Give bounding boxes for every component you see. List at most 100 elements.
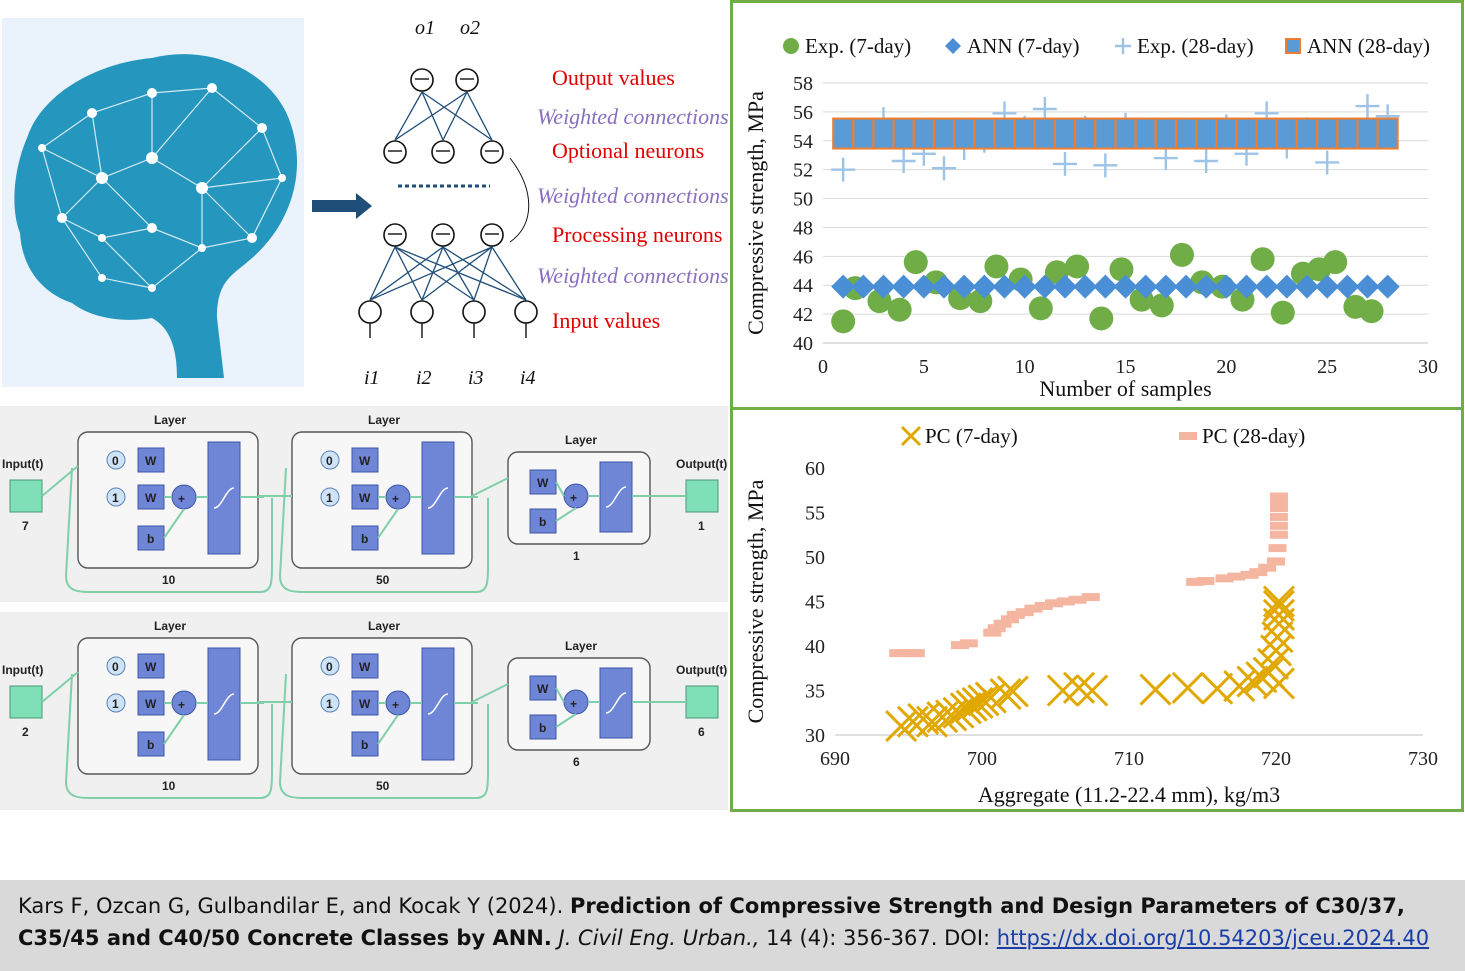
bias-block <box>351 731 379 757</box>
data-point <box>1269 497 1288 506</box>
data-point <box>1068 595 1087 604</box>
data-point <box>1149 293 1174 318</box>
wire <box>377 508 399 539</box>
weight-label: W <box>537 682 549 696</box>
neuron-circle <box>410 68 434 92</box>
layer-title: Layer <box>565 639 597 653</box>
data-point <box>1269 504 1288 513</box>
data-point <box>1355 274 1380 299</box>
data-point <box>955 689 988 722</box>
data-point <box>1375 274 1400 299</box>
connection-line <box>369 246 444 301</box>
connection-line <box>369 246 396 301</box>
data-point <box>1065 254 1090 279</box>
data-point <box>831 309 856 334</box>
data-point <box>1093 153 1118 178</box>
neuron-circle <box>431 223 455 247</box>
data-point <box>1062 671 1096 704</box>
y-tick-label: 54 <box>793 131 813 153</box>
weight-label: W <box>145 660 157 674</box>
y-axis-title: Compressive strength, MPa <box>743 479 768 723</box>
wire <box>163 508 185 539</box>
sigmoid-icon <box>213 693 235 715</box>
neuron-circle <box>455 68 479 92</box>
data-point <box>1175 117 1197 150</box>
wire <box>377 714 399 745</box>
data-point <box>1195 117 1218 150</box>
data-point <box>1171 671 1204 704</box>
data-point <box>891 149 916 173</box>
connection-line <box>421 91 444 141</box>
x-tick-label: 690 <box>820 748 850 770</box>
wire <box>555 687 565 703</box>
wire <box>555 713 577 728</box>
nn-annotation-1: Output values <box>552 65 675 90</box>
legend-label: Exp. (28-day) <box>1137 34 1254 58</box>
y-tick-label: 50 <box>793 189 813 211</box>
data-point <box>1053 274 1077 299</box>
data-point <box>1089 306 1114 331</box>
bias-label: b <box>147 532 154 546</box>
nn-annotation-7: Input values <box>552 308 660 333</box>
neuron-circle <box>383 140 407 164</box>
output-block <box>685 685 719 719</box>
bias-label: b <box>147 738 154 752</box>
data-point <box>1268 544 1287 553</box>
feedback-wire <box>64 673 273 799</box>
input-count: 2 <box>22 725 29 739</box>
brain-illustration <box>2 18 304 387</box>
layer-size: 10 <box>162 779 176 793</box>
x-tick-label: 0 <box>818 356 828 378</box>
input-block <box>9 479 43 513</box>
citation-line-1: Kars F, Ozcan G, Gulbandilar E, and Koca… <box>18 894 1405 918</box>
doi-link[interactable]: https://dx.doi.org/10.54203/jceu.2024.40 <box>996 926 1430 950</box>
y-tick-label: 45 <box>805 592 825 614</box>
delay-label: 0 <box>112 660 119 674</box>
connection-line <box>369 246 493 301</box>
legend-marker <box>900 425 922 447</box>
bracket-curve <box>509 157 530 243</box>
weight-block <box>351 653 379 679</box>
data-point <box>1256 647 1290 680</box>
y-tick-label: 40 <box>805 636 825 658</box>
data-point <box>1215 574 1234 583</box>
weight-label: W <box>359 491 371 505</box>
data-point <box>1255 117 1278 150</box>
delay-label: 0 <box>326 660 333 674</box>
citation-volume: 14 (4): 356-367. DOI: <box>759 926 997 950</box>
delay-label: 1 <box>326 697 333 711</box>
data-point <box>993 619 1012 628</box>
data-point <box>932 156 956 181</box>
weight-block <box>137 484 165 510</box>
sigmoid-icon <box>427 693 449 715</box>
connection-line <box>394 246 423 301</box>
data-point <box>1262 667 1296 700</box>
x-tick-label: 15 <box>1116 356 1136 378</box>
data-point <box>1258 563 1277 572</box>
delay-icon <box>320 450 340 470</box>
wire <box>555 481 565 497</box>
sigmoid-icon <box>213 487 235 509</box>
connection-line <box>442 246 475 301</box>
bias-label: b <box>361 738 368 752</box>
data-point <box>1262 585 1296 618</box>
legend-marker <box>945 38 961 54</box>
connection-line <box>442 246 527 301</box>
data-point <box>1045 599 1064 608</box>
connection-line <box>442 91 468 141</box>
data-point <box>1274 274 1299 299</box>
weight-label: W <box>145 454 157 468</box>
x-tick-label: 20 <box>1216 356 1236 378</box>
data-point <box>1269 492 1288 501</box>
data-point <box>996 675 1029 708</box>
data-point <box>1227 572 1246 581</box>
right-arrow-icon <box>312 193 372 219</box>
matlab-network-diagram: Input(t)7Output(t)1Layer1001WWb+Layer500… <box>2 413 727 593</box>
wire <box>471 477 509 497</box>
input-label: Input(t) <box>2 457 43 471</box>
data-point <box>1012 274 1037 299</box>
data-point <box>1262 598 1296 631</box>
delay-label: 1 <box>112 697 119 711</box>
